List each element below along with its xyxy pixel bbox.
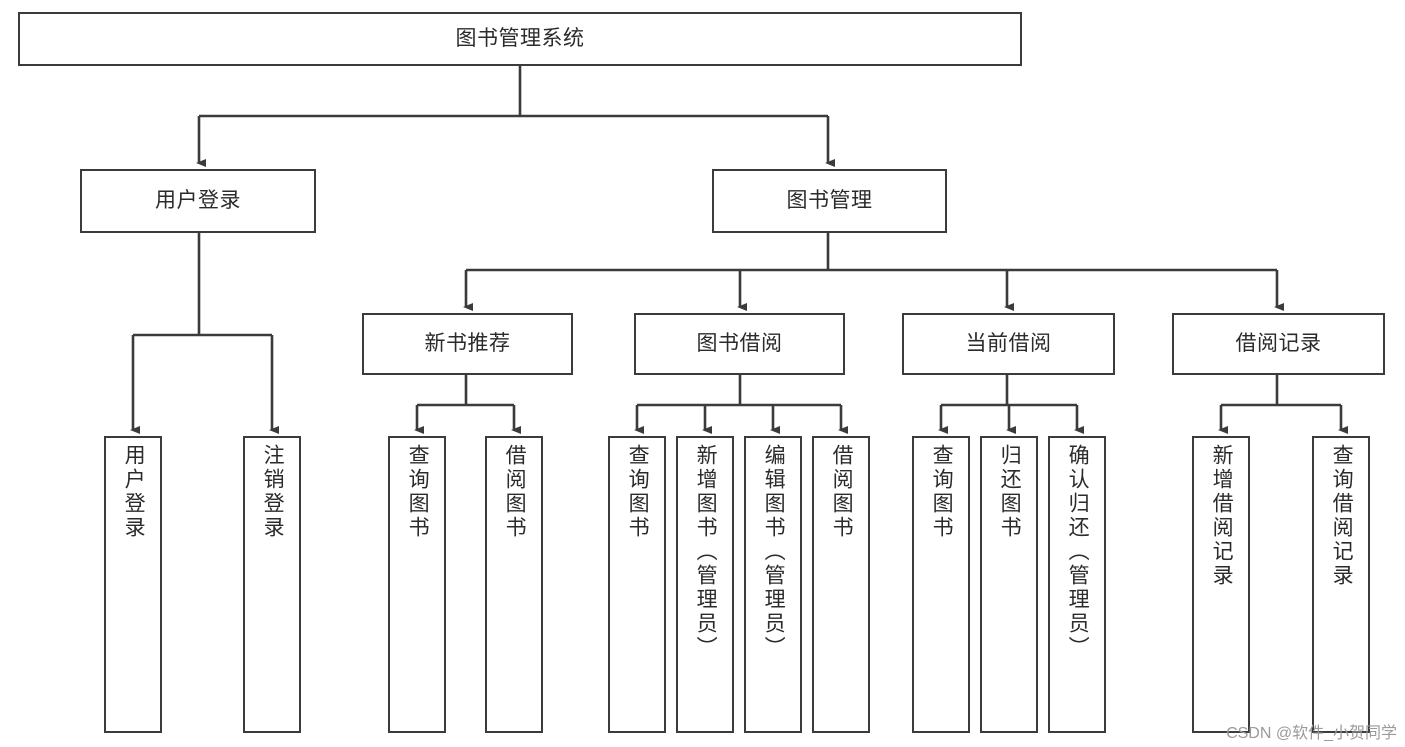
node-label: 用户登录 bbox=[122, 444, 146, 540]
node-current-borrow[interactable]: 当前借阅 bbox=[902, 313, 1115, 375]
node-leaf-query-book-current[interactable]: 查询图书 bbox=[912, 436, 970, 733]
node-leaf-query-book-recommend[interactable]: 查询图书 bbox=[388, 436, 446, 733]
node-label: 图书借阅 bbox=[696, 332, 783, 356]
node-book-borrow[interactable]: 图书借阅 bbox=[634, 313, 845, 375]
node-label: 借阅记录 bbox=[1235, 332, 1322, 356]
node-label: 图书管理 bbox=[786, 189, 873, 213]
node-leaf-query-book-borrow[interactable]: 查询图书 bbox=[608, 436, 666, 733]
node-leaf-confirm-return-admin[interactable]: 确认归还（管理员） bbox=[1048, 436, 1106, 733]
node-leaf-borrow-book-recommend[interactable]: 借阅图书 bbox=[485, 436, 543, 733]
node-leaf-logout-login[interactable]: 注销登录 bbox=[243, 436, 301, 733]
node-label: 归还图书 bbox=[998, 444, 1022, 540]
node-leaf-borrow-book[interactable]: 借阅图书 bbox=[812, 436, 870, 733]
node-label: 编辑图书（管理员） bbox=[762, 444, 786, 660]
node-leaf-add-book-admin[interactable]: 新增图书（管理员） bbox=[676, 436, 734, 733]
node-leaf-edit-book-admin[interactable]: 编辑图书（管理员） bbox=[744, 436, 802, 733]
node-label: 查询图书 bbox=[930, 444, 954, 540]
node-label: 新增借阅记录 bbox=[1210, 444, 1234, 588]
node-label: 图书管理系统 bbox=[455, 27, 585, 51]
node-label: 查询图书 bbox=[626, 444, 650, 540]
node-label: 新书推荐 bbox=[424, 332, 511, 356]
node-borrow-record[interactable]: 借阅记录 bbox=[1172, 313, 1385, 375]
node-label: 借阅图书 bbox=[503, 444, 527, 540]
node-label: 查询图书 bbox=[406, 444, 430, 540]
node-root-book-management-system[interactable]: 图书管理系统 bbox=[18, 12, 1022, 66]
node-new-book-recommend[interactable]: 新书推荐 bbox=[362, 313, 573, 375]
node-label: 新增图书（管理员） bbox=[694, 444, 718, 660]
node-label: 确认归还（管理员） bbox=[1066, 444, 1090, 660]
node-label: 查询借阅记录 bbox=[1330, 444, 1354, 588]
node-leaf-return-book[interactable]: 归还图书 bbox=[980, 436, 1038, 733]
node-label: 借阅图书 bbox=[830, 444, 854, 540]
node-user-login[interactable]: 用户登录 bbox=[80, 169, 316, 233]
node-label: 当前借阅 bbox=[965, 332, 1052, 356]
node-label: 注销登录 bbox=[261, 444, 285, 540]
node-leaf-add-borrow-record[interactable]: 新增借阅记录 bbox=[1192, 436, 1250, 733]
node-book-management[interactable]: 图书管理 bbox=[712, 169, 947, 233]
node-leaf-query-borrow-record[interactable]: 查询借阅记录 bbox=[1312, 436, 1370, 733]
node-leaf-user-login[interactable]: 用户登录 bbox=[104, 436, 162, 733]
node-label: 用户登录 bbox=[155, 189, 241, 213]
